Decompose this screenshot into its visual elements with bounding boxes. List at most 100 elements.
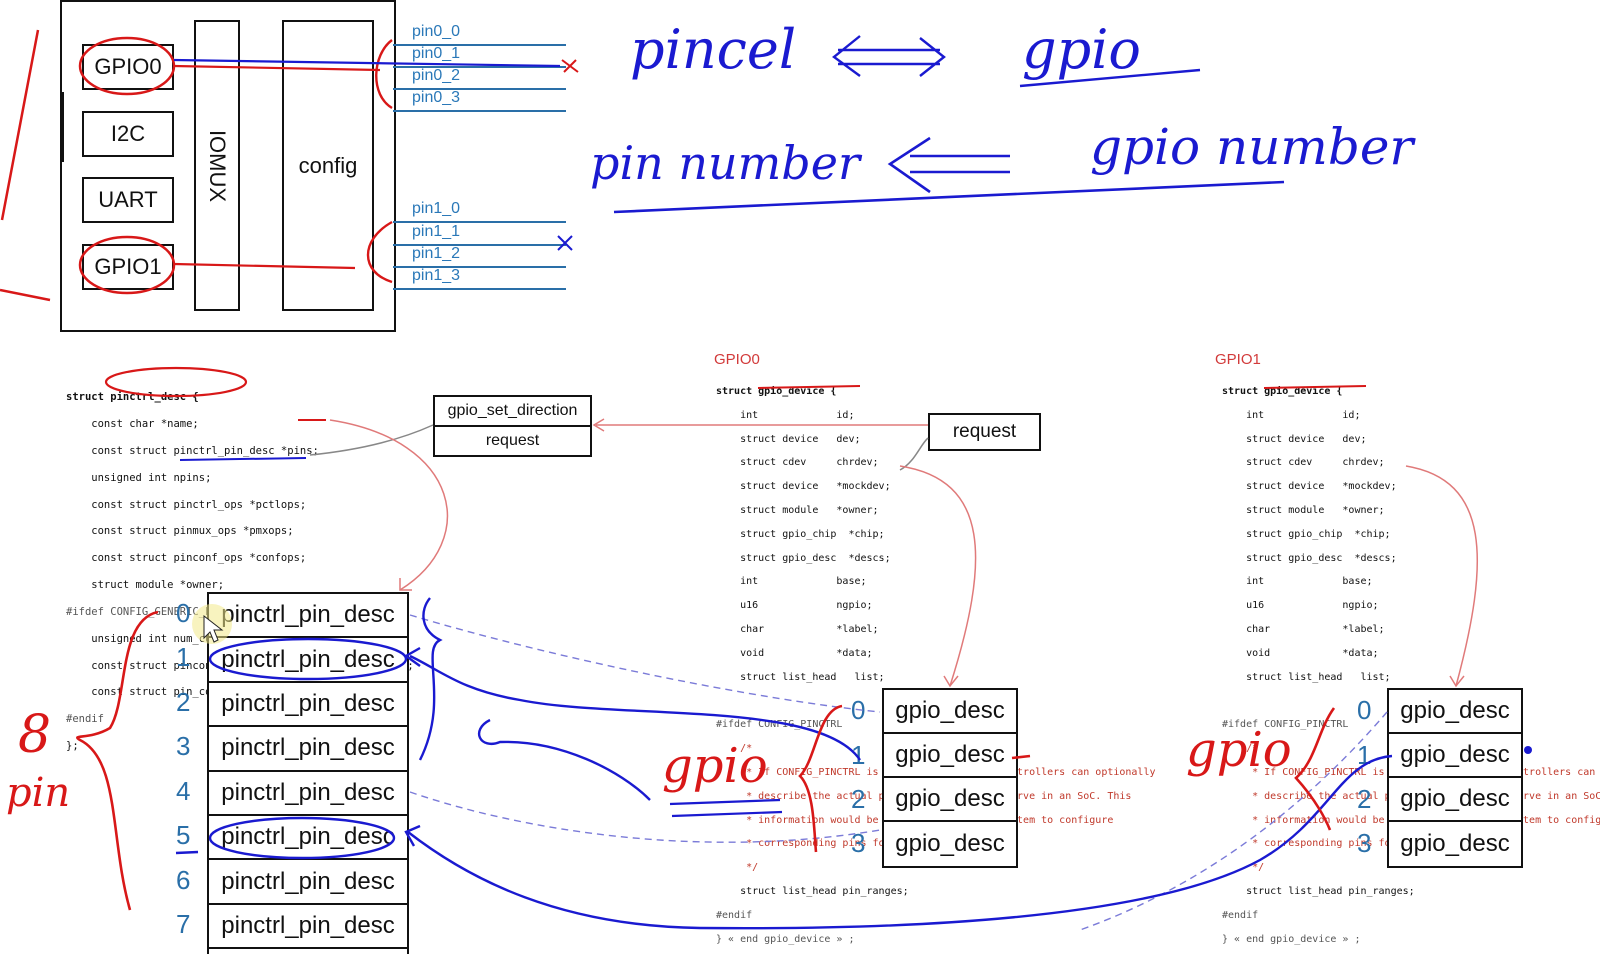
code-line: /* <box>1222 743 1259 755</box>
gpio-desc-row: gpio_desc <box>884 690 1016 734</box>
red-underline-gpio-device0 <box>757 385 861 389</box>
gpio-desc-cell: gpio_desc <box>1400 697 1510 724</box>
blue-arrowhead <box>404 824 421 847</box>
blue-x-mark <box>557 235 573 251</box>
gpio0-title: GPIO0 <box>714 351 760 368</box>
code-line: int id; <box>1222 409 1361 421</box>
red-circle-gpio1 <box>78 235 176 295</box>
gpio-desc-row: gpio_desc <box>1389 690 1521 734</box>
ops-row: request <box>435 427 590 455</box>
code-line: struct cdev chrdev; <box>1222 457 1385 469</box>
code-line: struct gpio_chip *chip; <box>716 528 885 540</box>
gpio1-block-label: GPIO1 <box>94 254 162 279</box>
code-line: int base; <box>1222 576 1373 588</box>
gpio-set-direction-label: gpio_set_direction <box>447 402 578 419</box>
code-line: const char *name; <box>66 418 199 431</box>
i2c-block-label: I2C <box>110 121 146 146</box>
code-line: #endif <box>716 909 753 921</box>
i2c-block: I2C <box>82 111 174 157</box>
code-line: struct device *mockdev; <box>716 481 891 493</box>
pin-index: 3 <box>176 731 191 761</box>
code-line: struct cdev chrdev; <box>716 457 879 469</box>
code-line: struct gpio_desc *descs; <box>1222 552 1397 564</box>
code-line: #endif <box>1222 909 1259 921</box>
pin-desc-row: pinctrl_pin_desc <box>209 594 407 639</box>
pin-desc-cell: pinctrl_pin_desc <box>221 645 395 673</box>
gpio0-index: 2 <box>851 784 866 814</box>
blue-line-gpio0-pin <box>173 58 561 68</box>
ops-row: gpio_set_direction <box>435 397 590 427</box>
pink-arrow-descs1 <box>1405 465 1479 687</box>
code-line: struct list_head pin_ranges; <box>1222 885 1415 897</box>
pin-index: 4 <box>176 776 191 806</box>
code-line: int id; <box>716 409 855 421</box>
pin-desc-cell: pinctrl_pin_desc <box>221 734 395 762</box>
pin-index: 0 <box>176 598 191 628</box>
pink-arrowhead <box>1449 675 1465 688</box>
pin-index: 6 <box>176 865 191 895</box>
gpio-desc-cell: gpio_desc <box>1400 741 1510 768</box>
code-line: const struct pinconf_ops *confops; <box>66 552 307 565</box>
gpio-desc-cell: gpio_desc <box>895 785 1005 812</box>
pink-arrow-pins <box>329 419 448 591</box>
pink-arrowhead <box>943 675 959 688</box>
blue-underline-gpio <box>1019 68 1201 88</box>
blue-arrowhead <box>403 646 421 667</box>
gpio0-block-label: GPIO0 <box>94 54 162 79</box>
code-line: #ifdef CONFIG_PINCTRL <box>1222 719 1349 731</box>
code-line: #endif <box>66 713 104 726</box>
code-line: /* <box>716 743 753 755</box>
dashed-link <box>409 614 881 713</box>
gpio-desc-row: gpio_desc <box>884 734 1016 778</box>
red-brace-8-pins <box>76 610 159 911</box>
pin-label: pin0_2 <box>412 67 461 84</box>
gpio1-index: 2 <box>1357 784 1372 814</box>
gpio1-title: GPIO1 <box>1215 351 1261 368</box>
pink-arrowhead <box>399 578 412 591</box>
red-underline-gpio-device1 <box>1263 385 1367 389</box>
blue-brace-pins <box>418 597 443 761</box>
pin-line <box>393 288 566 290</box>
code-line: struct list_head pin_ranges; <box>716 885 909 897</box>
gpio0-desc-table: gpio_desc gpio_desc gpio_desc gpio_desc <box>882 688 1018 868</box>
gpio1-index: 3 <box>1357 828 1372 858</box>
pin-desc-row: pinctrl_pin_desc <box>209 727 407 772</box>
gpio-desc-cell: gpio_desc <box>895 697 1005 724</box>
handwritten-pin: pin <box>6 770 71 816</box>
gpio-desc-cell: gpio_desc <box>1400 830 1510 857</box>
code-line: struct device dev; <box>716 433 861 445</box>
code-line: struct gpio_device { <box>716 385 837 397</box>
code-line: struct device *mockdev; <box>1222 481 1397 493</box>
gpio-desc-cell: gpio_desc <box>895 741 1005 768</box>
pin-desc-table: pinctrl_pin_desc pinctrl_pin_desc pinctr… <box>207 592 409 954</box>
code-line: #ifdef CONFIG_PINCTRL <box>716 719 843 731</box>
pin-desc-cell: pinctrl_pin_desc <box>221 867 395 895</box>
dashed-link <box>1079 711 1388 931</box>
pinmux-ops-box: gpio_set_direction request <box>433 395 592 457</box>
handwritten-pin-number: pin number <box>590 136 860 190</box>
code-line: struct list_head list; <box>1222 671 1391 683</box>
code-line: */ <box>1222 862 1265 874</box>
red-x-mark <box>561 59 579 73</box>
red-bracket-pins0 <box>375 39 393 110</box>
red-left-edge <box>0 29 51 302</box>
blue-arrow-mid <box>887 136 1010 194</box>
gpio1-desc-table: gpio_desc gpio_desc gpio_desc gpio_desc <box>1387 688 1523 868</box>
pink-arrowhead <box>592 418 605 432</box>
blue-link-gpio1 <box>407 754 1393 930</box>
pin-index: 5 <box>176 820 191 850</box>
request-box: request <box>928 413 1041 451</box>
blue-underline-pmxops <box>179 457 307 461</box>
gpio-desc-row: gpio_desc <box>1389 778 1521 822</box>
red-line-gpio1 <box>173 262 356 270</box>
code-line: int base; <box>716 576 867 588</box>
iomux-block: IOMUX <box>194 20 240 311</box>
code-line: char *label; <box>716 624 879 636</box>
gpio0-block: GPIO0 <box>82 44 174 90</box>
code-line: }; <box>66 739 79 752</box>
pin-label: pin1_0 <box>412 200 461 217</box>
pin-label: pin1_1 <box>412 223 461 240</box>
code-line: } « end gpio_device » ; <box>1222 933 1361 945</box>
code-line: void *data; <box>1222 647 1379 659</box>
